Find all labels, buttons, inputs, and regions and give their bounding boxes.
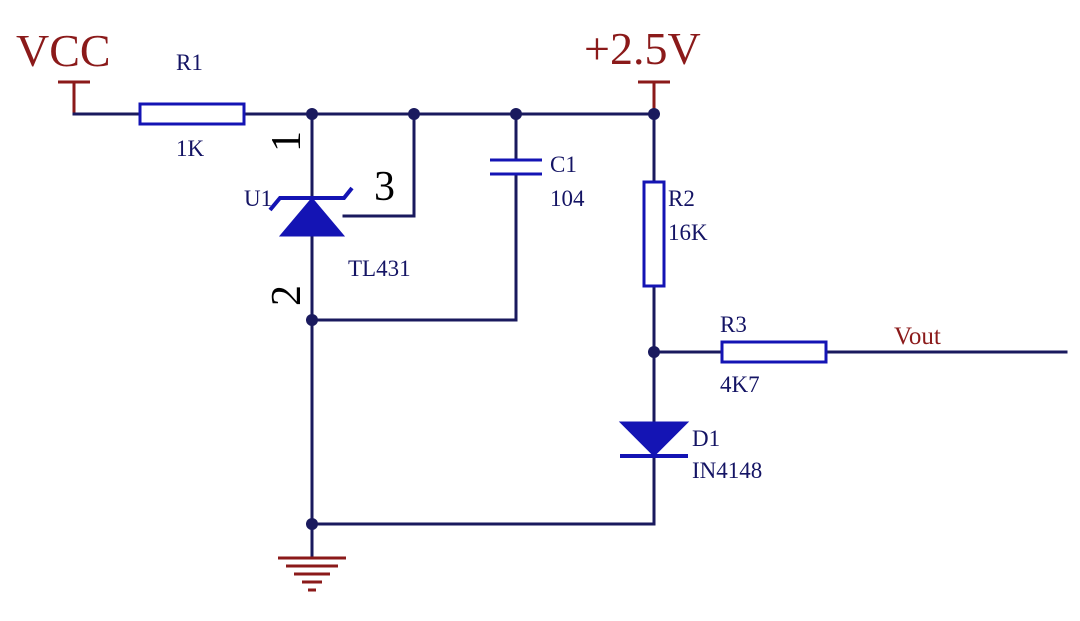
junction-dot [408,108,420,120]
resistor-r1: R1 1K [138,50,246,161]
junction-dot [510,108,522,120]
d1-ref: D1 [692,426,720,451]
vref-label: +2.5V [584,23,701,74]
vout-label: Vout [894,323,941,350]
d1-value: IN4148 [692,458,762,483]
r3-ref: R3 [720,312,747,337]
junction-dot [306,518,318,530]
c1-value: 104 [550,186,585,211]
resistor-r3: R3 4K7 [720,312,828,397]
vref-port: +2.5V [584,23,701,114]
vcc-label: VCC [16,25,111,76]
junction-dot [306,108,318,120]
u1-pin-cathode: 1 [264,131,310,152]
r2-ref: R2 [668,186,695,211]
regulator-u1: U1 TL431 1 3 2 [244,131,411,306]
c1-ref: C1 [550,152,577,177]
r3-value: 4K7 [720,372,760,397]
ground-icon [278,556,346,592]
capacitor-c1: C1 104 [490,152,585,211]
u1-pin-anode: 2 [264,285,310,306]
junction-dot [648,108,660,120]
r1-ref: R1 [176,50,203,75]
junction-dot [648,346,660,358]
diode-d1: D1 IN4148 [618,421,762,483]
u1-ref: U1 [244,186,272,211]
resistor-r2: R2 16K [642,180,708,288]
vcc-port: VCC [16,25,111,114]
r1-value: 1K [176,136,205,161]
u1-pin-ref: 3 [374,164,395,210]
r2-value: 16K [668,220,708,245]
junctions [306,108,660,530]
junction-dot [306,314,318,326]
u1-value: TL431 [348,256,411,281]
